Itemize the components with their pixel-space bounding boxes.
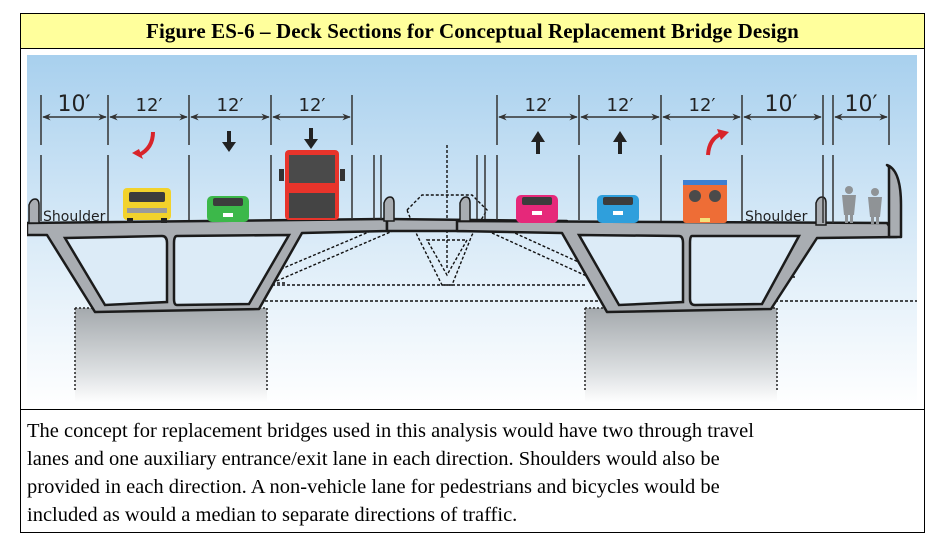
direction-arrows	[132, 128, 729, 159]
lane-dividers	[40, 95, 890, 223]
entrance-arrow-icon	[706, 132, 722, 156]
figure-title-bar: Figure ES-6 – Deck Sections for Conceptu…	[21, 14, 924, 49]
caption-line: The concept for replacement bridges used…	[27, 420, 754, 442]
up-arrow-icon	[613, 131, 627, 154]
shoulder-label-left: Shoulder	[43, 209, 106, 225]
caption-line: lanes and one auxiliary entrance/exit la…	[27, 448, 720, 470]
figure-caption: The concept for replacement bridges used…	[27, 417, 917, 529]
dimension-label: 12′	[689, 95, 716, 116]
figure-frame: Figure ES-6 – Deck Sections for Conceptu…	[20, 13, 925, 533]
pedestrian-icons	[842, 186, 882, 225]
blue-car-icon	[597, 195, 639, 223]
dimension-label: 12′	[607, 95, 634, 116]
down-arrow-icon	[304, 128, 318, 149]
pier-right	[584, 307, 778, 403]
caption-line: included as would a median to separate d…	[27, 504, 518, 526]
caption-line: provided in each direction. A non-vehicl…	[27, 476, 720, 498]
yellow-suv-icon	[123, 188, 171, 223]
down-arrow-icon	[222, 131, 236, 152]
dimension-label: 12′	[217, 95, 244, 116]
bridge-cross-section: 10′ 12′ 12′ 12′ 12′ 12′ 12′ 10′ 10′	[27, 55, 917, 407]
dimension-label: 10′	[765, 92, 798, 117]
figure-caption-divider	[21, 409, 924, 410]
dimension-label: 12′	[525, 95, 552, 116]
exit-arrow-icon	[138, 131, 155, 157]
green-car-icon	[207, 196, 249, 222]
red-bus-icon	[279, 150, 345, 220]
shoulder-label-right: Shoulder	[745, 209, 808, 225]
dimension-label: 10′	[58, 92, 91, 117]
up-arrow-icon	[531, 131, 545, 154]
dimension-label: 12′	[299, 95, 326, 116]
orange-van-icon	[683, 180, 727, 223]
barriers	[28, 196, 827, 226]
entrance-arrow-icon	[717, 129, 729, 140]
pink-car-icon	[516, 195, 558, 223]
bridge-diagram-svg: 10′ 12′ 12′ 12′ 12′ 12′ 12′ 10′ 10′	[27, 55, 917, 407]
box-girder-voids	[62, 233, 802, 307]
exit-arrow-icon	[132, 149, 143, 159]
figure-title: Figure ES-6 – Deck Sections for Conceptu…	[146, 18, 799, 43]
dimension-label: 10′	[845, 92, 878, 117]
dimension-label: 12′	[136, 95, 163, 116]
pier-left	[74, 307, 268, 403]
